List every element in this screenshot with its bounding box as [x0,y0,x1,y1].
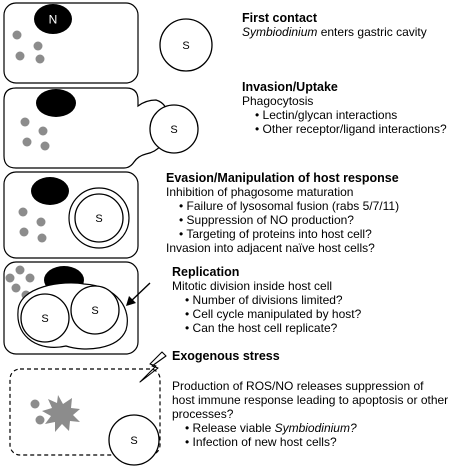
panel-line: Symbiodinium enters gastric cavity [242,26,427,39]
symbiont-cell [108,414,160,466]
panel-line: Production of ROS/NO releases suppressio… [172,379,424,393]
panel-line: processes? [172,407,234,421]
granule [5,273,15,283]
species-name: Symbiodinium? [274,421,357,435]
symbiont-cell [20,293,70,343]
symbiont-cell [74,193,124,243]
symbiont-cell [149,104,199,154]
granule [33,41,43,51]
lightning-bolt-icon [139,351,167,383]
species-name: Symbiodinium [242,25,318,39]
panel-line: • Number of divisions limited? [185,293,343,307]
panel-line: Phagocytosis [242,94,314,108]
panel-line: • Other receptor/ligand interactions? [255,122,447,136]
nucleus [36,89,76,117]
panel-line: • Cell cycle manipulated by host? [185,307,362,321]
panel-title-invasion-uptake: Invasion/Uptake [242,80,338,94]
granule [36,217,46,227]
symbiont-label: S [130,435,137,447]
panel-line: • Suppression of NO production? [179,213,354,227]
panel-line: Mitotic division inside host cell [172,279,333,293]
granule [22,137,32,147]
host-cell-engulfing [3,87,169,169]
granule [18,207,28,217]
panel-title-evasion: Evasion/Manipulation of host response [166,171,399,185]
symbiont-label: S [91,305,98,317]
apoptotic-nucleus-burst [42,395,80,432]
panel-exogenous-stress-figure: S [9,368,161,466]
panel-line: • Infection of new host cells? [185,435,337,449]
division-arrow-head [126,296,136,306]
panel-invasion-figure: S [3,87,199,169]
panel-line: Inhibition of phagosome maturation [166,185,354,199]
granule [19,227,29,237]
granule [40,141,50,151]
host-cell [3,2,139,84]
symbiont-label: S [170,124,177,136]
nucleus [34,4,72,34]
panel-line: • Failure of lysosomal fusion (rabs 5/7/… [179,199,400,213]
line-text: • Release viable [185,421,275,435]
panel-title-replication: Replication [172,265,240,279]
granule [20,117,30,127]
granule [35,54,45,64]
host-cell-dashed [9,368,161,456]
granule [15,265,25,275]
granule [38,126,48,136]
symbiont-label: S [182,40,189,52]
granule [35,415,45,425]
panel-title-first-contact: First contact [242,11,318,25]
granule [30,399,40,409]
panel-evasion-figure: S [3,171,139,259]
symbiont-cell [159,18,213,72]
panel-line: • Can the host cell replicate? [185,321,338,335]
panel-line: host immune response leading to apoptosi… [172,393,449,407]
granule [12,30,22,40]
panel-line: • Targeting of proteins into host cell? [179,227,372,241]
panel-line: Invasion into adjacent naïve host cells? [166,241,375,255]
host-cell [3,171,139,259]
granule [15,51,25,61]
nucleus-label: N [49,13,58,27]
panel-title-exogenous-stress: Exogenous stress [172,349,280,363]
nucleus [31,177,69,205]
panel-line: • Lectin/glycan interactions [255,108,398,122]
symbiont-label: S [41,313,48,325]
panel-line: • Release viable Symbiodinium? [185,422,357,435]
host-cell [3,261,139,355]
granule [11,283,21,293]
granule [37,233,47,243]
line-text: enters gastric cavity [317,25,427,39]
symbiont-label: S [95,213,102,225]
granule [25,273,35,283]
panel-first-contact-figure: N S [3,2,213,84]
symbiont-cell [70,285,120,335]
panel-replication-figure: S S [3,261,151,355]
